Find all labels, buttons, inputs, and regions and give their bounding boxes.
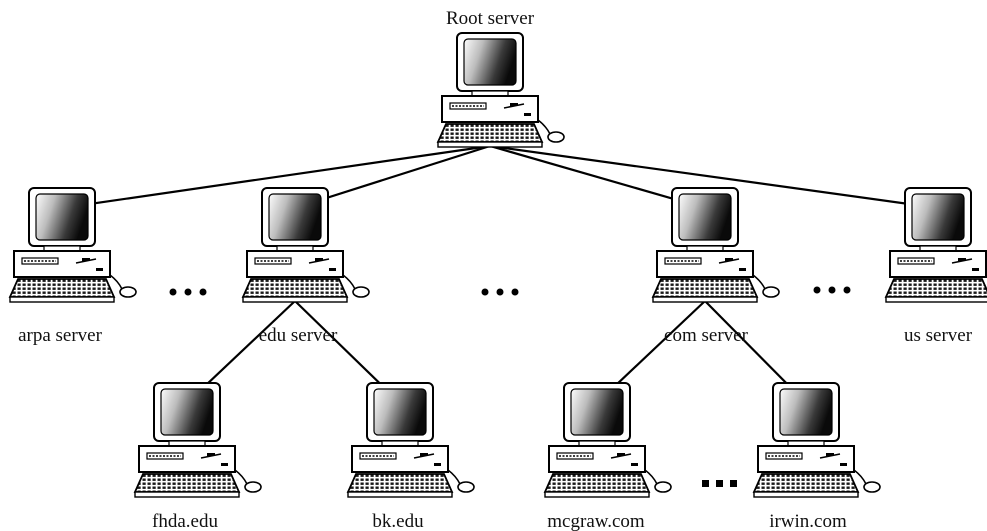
- edge-root-com: [489, 144, 706, 210]
- computer-icon: [347, 382, 475, 498]
- server-node-bk: bk.edu: [347, 382, 475, 531]
- computer-icon: [437, 32, 565, 148]
- server-nodes: Root server arpa server edu server com serv…: [9, 8, 987, 531]
- node-label-root: Root server: [446, 8, 535, 29]
- computer-icon: [134, 382, 262, 498]
- server-node-irwin: irwin.com: [753, 382, 881, 531]
- server-node-us: us server: [885, 187, 987, 346]
- ellipsis-markers: [169, 286, 851, 487]
- server-node-edu: edu server: [242, 187, 370, 346]
- node-label-irwin: irwin.com: [769, 511, 847, 531]
- server-node-com: com server: [652, 187, 780, 346]
- edge-root-arpa: [61, 144, 491, 210]
- server-node-arpa: arpa server: [9, 187, 137, 346]
- ellipsis-bottom: [702, 480, 737, 487]
- node-label-edu: edu server: [259, 325, 338, 346]
- ellipsis-top-right: [813, 286, 851, 294]
- edge-root-us: [489, 144, 939, 210]
- node-label-fhda: fhda.edu: [152, 511, 218, 531]
- node-label-bk: bk.edu: [372, 511, 424, 531]
- computer-icon: [544, 382, 672, 498]
- node-label-arpa: arpa server: [18, 325, 103, 346]
- node-label-com: com server: [664, 325, 749, 346]
- server-node-root: Root server: [437, 8, 565, 148]
- node-label-us: us server: [904, 325, 973, 346]
- server-node-fhda: fhda.edu: [134, 382, 262, 531]
- server-node-mcgraw: mcgraw.com: [544, 382, 672, 531]
- computer-icon: [242, 187, 370, 303]
- computer-icon: [753, 382, 881, 498]
- ellipsis-top-middle: [481, 288, 519, 296]
- computer-icon: [885, 187, 987, 303]
- connection-lines: [61, 144, 939, 404]
- node-label-mcgraw: mcgraw.com: [547, 511, 645, 531]
- computer-icon: [9, 187, 137, 303]
- ellipsis-top-left: [169, 288, 207, 296]
- computer-icon: [652, 187, 780, 303]
